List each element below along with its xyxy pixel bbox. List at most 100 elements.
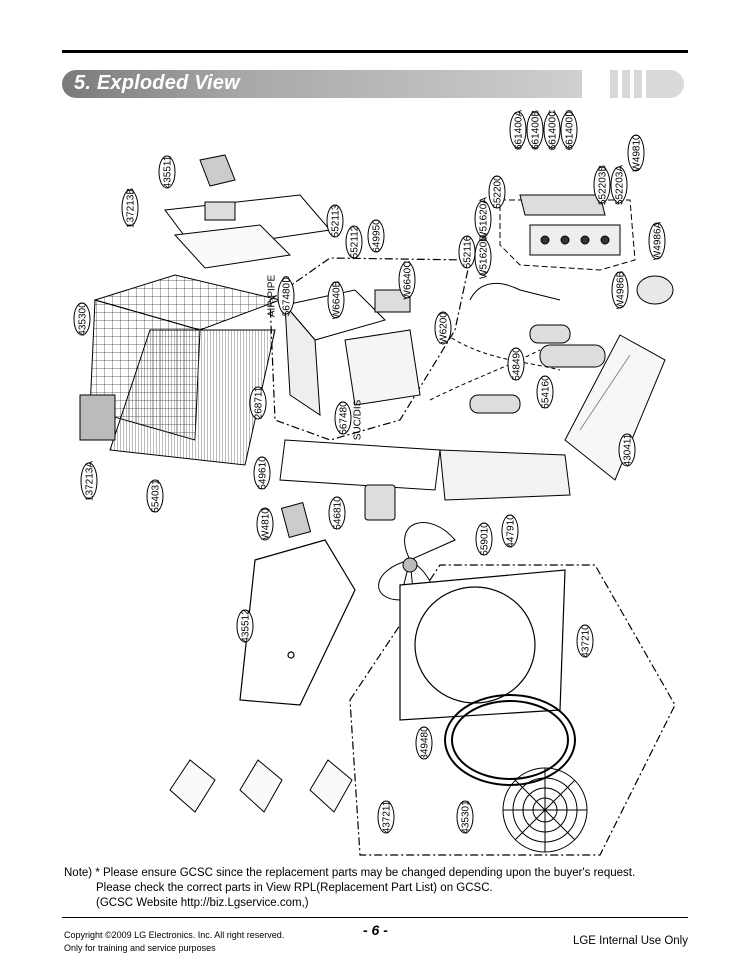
fan-motor-part (364, 484, 396, 521)
svg-text:552203B: 552203B (598, 165, 609, 205)
condenser-coil-part (79, 329, 276, 466)
front-cabinet-part (399, 569, 566, 721)
exploded-view-diagram: 661400A 661400B 661400C 661400D W49810 5… (73, 110, 676, 856)
callout-661400B: 661400B (526, 110, 544, 150)
callout-661400C: 661400C (543, 110, 561, 151)
callout-567480D: 567480D (277, 276, 295, 317)
page-number: - 6 - (363, 922, 388, 938)
callout-W49810: W49810 (627, 134, 645, 172)
svg-text:349480: 349480 (420, 726, 431, 760)
svg-text:559010: 559010 (480, 522, 491, 556)
callout-437210: 437210 (576, 624, 594, 658)
callout-137213A: 137213A (80, 461, 98, 501)
callout-552116: 552116 (458, 235, 476, 269)
svg-text:W4986B: W4986B (616, 270, 627, 309)
callout-435511: 435511 (158, 155, 176, 189)
svg-text:554160: 554160 (541, 375, 552, 409)
callout-661400D: 661400D (560, 110, 578, 151)
callout-W4810: W4810 (256, 507, 274, 541)
note-line-2: Please check the correct parts in View R… (96, 882, 493, 894)
svg-text:552113: 552113 (331, 204, 342, 237)
callout-435301: 435301 (456, 800, 474, 834)
svg-text:661400D: 661400D (565, 110, 576, 151)
callout-W6640C: W6640C (398, 261, 416, 299)
svg-text:435511: 435511 (163, 155, 174, 188)
callout-552113: 552113 (326, 204, 344, 238)
svg-text:435301: 435301 (461, 800, 472, 834)
callout-suc-dis: SUC/DIS (353, 399, 364, 440)
callout-549610: 549610 (253, 456, 271, 490)
base-pan-part (564, 334, 666, 481)
fan-guard-part (502, 767, 588, 853)
manuals-part (169, 759, 353, 813)
svg-text:661400A: 661400A (514, 110, 525, 150)
accumulator-part (636, 275, 674, 305)
svg-text:552203A: 552203A (615, 165, 626, 205)
svg-text:268711: 268711 (254, 386, 265, 419)
svg-text:435512: 435512 (241, 609, 252, 643)
callout-435300: 435300 (73, 302, 91, 336)
svg-text:W4986A: W4986A (653, 221, 664, 260)
copyright-line-1: Copyright ©2009 LG Electronics. Inc. All… (64, 930, 285, 940)
svg-text:567480D: 567480D (282, 276, 293, 317)
orifice-ring-part (444, 694, 576, 786)
callout-559010: 559010 (475, 522, 493, 556)
svg-text:137213A: 137213A (85, 461, 96, 501)
copyright: Copyright ©2009 LG Electronics. Inc. All… (64, 929, 284, 955)
svg-text:437210: 437210 (581, 624, 592, 658)
callout-649950: 649950 (367, 219, 385, 253)
callout-349480: 349480 (415, 726, 433, 760)
callout-552203B: 552203B (593, 165, 611, 205)
copyright-line-2: Only for training and service purposes (64, 943, 216, 953)
callout-548490: 548490 (507, 347, 525, 381)
svg-text:W51620B: W51620B (479, 235, 490, 279)
front-panel-outline (349, 564, 676, 856)
svg-text:552112: 552112 (350, 225, 361, 258)
callout-552200: 552200 (488, 175, 506, 209)
callout-554160: 554160 (536, 375, 554, 409)
svg-text:546810: 546810 (333, 496, 344, 530)
top-rule (62, 50, 688, 53)
banner-tabs (610, 70, 688, 98)
valve-assembly-part (469, 194, 621, 301)
callout-437211: 437211 (377, 800, 395, 834)
callout-W6200: W6200 (434, 311, 452, 345)
svg-text:W49810: W49810 (632, 134, 643, 172)
svg-text:661400C: 661400C (548, 110, 559, 151)
svg-text:549610: 549610 (258, 456, 269, 490)
svg-text:137213B: 137213B (126, 188, 137, 228)
bottom-rule (62, 917, 688, 918)
callout-552112: 552112 (345, 225, 363, 259)
note-block: Note) * Please ensure GCSC since the rep… (64, 866, 635, 911)
refrigerant-lines (429, 329, 561, 401)
part-callouts: 661400A 661400B 661400C 661400D W49810 5… (73, 110, 666, 834)
callout-W51620B: W51620B (474, 235, 492, 279)
callout-W6640B: W6640B (327, 280, 345, 319)
svg-text:552200: 552200 (493, 175, 504, 209)
callout-546810: 546810 (328, 496, 346, 530)
svg-text:554031: 554031 (151, 479, 162, 513)
svg-text:548490: 548490 (512, 347, 523, 381)
compressor-part (469, 324, 606, 414)
callout-567480: 567480 (334, 401, 352, 435)
callout-661400A: 661400A (509, 110, 527, 150)
side-panel-part (279, 439, 571, 501)
banner-bar (62, 70, 582, 98)
note-line-3: (GCSC Website http://biz.Lgservice.com,) (96, 897, 309, 909)
svg-text:649950: 649950 (372, 219, 383, 253)
svg-text:437211: 437211 (382, 800, 393, 833)
top-cover-part (164, 154, 331, 269)
svg-text:W51620A: W51620A (479, 197, 490, 241)
callout-W4986A: W4986A (648, 221, 666, 260)
section-title: 5. Exploded View (74, 72, 240, 94)
callout-447910: 447910 (501, 514, 519, 548)
brace-part (280, 502, 312, 538)
callout-554031: 554031 (146, 479, 164, 513)
valve-group-outline (499, 199, 636, 271)
callout-430411: 430411 (618, 433, 636, 467)
svg-text:430411: 430411 (623, 433, 634, 466)
svg-text:W4810: W4810 (261, 508, 272, 540)
callout-air-pipe: AIR PIPE (267, 275, 278, 318)
callout-268711: 268711 (249, 386, 267, 420)
svg-text:SUC/DIS: SUC/DIS (353, 399, 364, 440)
